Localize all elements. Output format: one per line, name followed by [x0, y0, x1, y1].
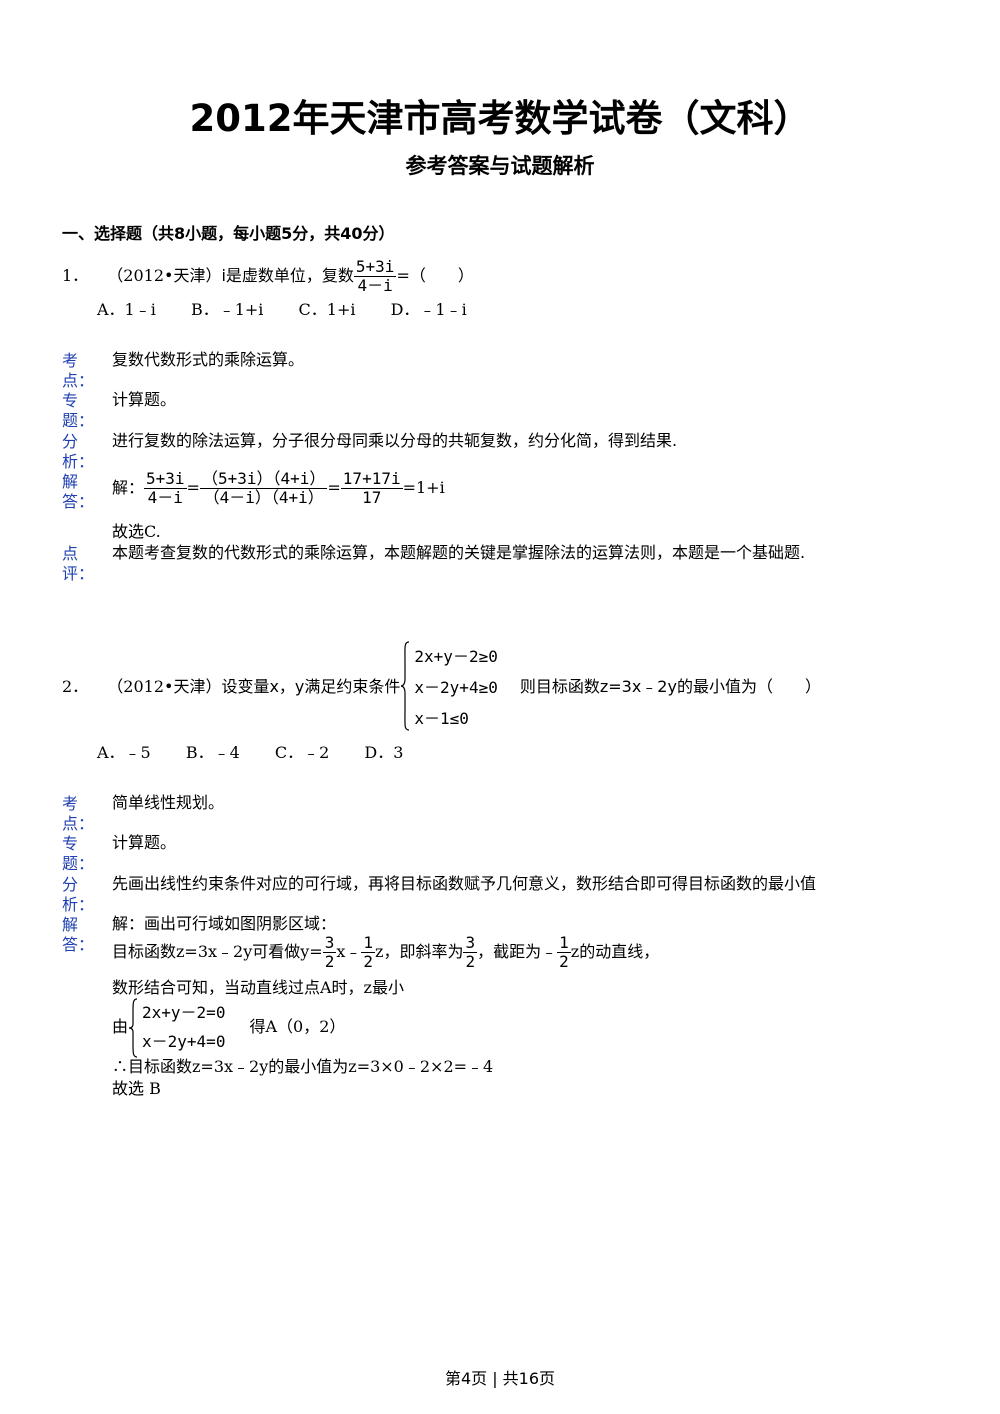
q2-jieda-line-5: ∴目标函数z=3x﹣2y的最小值为z=3×0﹣2×2=﹣4: [112, 1057, 494, 1076]
q2-options: A．﹣5 B．﹣4 C．﹣2 D．3: [97, 743, 403, 763]
q2-fenxi: 先画出线性约束条件对应的可行域，再将目标函数赋予几何意义，数形结合即可得目标函数…: [112, 874, 817, 893]
q1-dianping: 本题考查复数的代数形式的乘除运算，本题解题的关键是掌握除法的运算法则，本题是一个…: [112, 543, 806, 562]
q1-guxuan: 故选C.: [112, 522, 161, 541]
q2-constraint-system: 2x+y－2≥0 x－2y+4≥0 x－1≤0: [400, 641, 498, 734]
q2-zhuanti: 计算题。: [112, 833, 177, 852]
q1-label-zhuanti: 专题：: [62, 391, 95, 430]
q1-zhuanti: 计算题。: [112, 390, 177, 409]
q1-options: A．1﹣i B．﹣1+i C．1+i D．﹣1﹣i: [97, 300, 467, 320]
q2-option-a: A．﹣5: [97, 743, 151, 762]
q2-label-zhuanti: 专题：: [62, 834, 95, 873]
q2-constraint-2: x－2y+4≥0: [414, 678, 498, 697]
q2-option-d: D．3: [364, 743, 404, 762]
q1-kaodian: 复数代数形式的乘除运算。: [112, 350, 305, 369]
q2-stem-after: 则目标函数z=3x﹣2y的最小值为（ ）: [519, 677, 821, 696]
q1-option-a: A．1﹣i: [97, 300, 156, 319]
q2-stem: 2． （2012•天津）设变量x，y满足约束条件 2x+y－2≥0 x－2y+4…: [62, 641, 821, 734]
q2-kaodian: 简单线性规划。: [112, 793, 225, 812]
q1-label-jieda: 解答：: [62, 472, 95, 511]
page-subtitle: 参考答案与试题解析: [405, 154, 595, 178]
q1-fenxi: 进行复数的除法运算，分子很分母同乘以分母的共轭复数，约分化简，得到结果.: [112, 431, 678, 450]
q1-label-fenxi: 分析：: [62, 432, 95, 471]
q2-jieda-line-6: 故选 B: [112, 1079, 161, 1098]
q1-stem-before: i是虚数单位，复数: [221, 266, 354, 285]
q2-jieda-line-4: 由 2x+y－2=0 x－2y+4=0 得A（0，2）: [112, 998, 345, 1058]
section-heading: 一、选择题（共8小题，每小题5分，共40分）: [62, 224, 395, 243]
left-brace-icon: [128, 998, 138, 1058]
q1-number: 1．: [62, 266, 89, 285]
q2-option-c: C．﹣2: [274, 743, 330, 762]
q1-label-dianping: 点评：: [62, 544, 95, 583]
q2-label-fenxi: 分析：: [62, 875, 95, 914]
q1-option-d: D．﹣1﹣i: [390, 300, 467, 319]
q1-label-kaodian: 考点：: [62, 351, 95, 390]
q2-label-kaodian: 考点：: [62, 794, 95, 833]
q2-constraint-1: 2x+y－2≥0: [414, 647, 498, 666]
q1-option-b: B．﹣1+i: [190, 300, 264, 319]
q2-system-eq-1: 2x+y－2=0: [142, 1003, 226, 1022]
q1-option-c: C．1+i: [298, 300, 356, 319]
q2-number: 2．: [62, 677, 89, 696]
q2-source: （2012•天津）: [107, 677, 222, 696]
q1-source: （2012•天津）: [107, 266, 222, 285]
q2-system-eq-2: x－2y+4=0: [142, 1032, 226, 1051]
q1-stem-after: =（ ）: [396, 266, 474, 285]
page-footer: 第4页 | 共16页: [444, 1369, 556, 1388]
left-brace-icon: [401, 641, 410, 731]
q2-option-b: B．﹣4: [185, 743, 240, 762]
page-title: 2012年天津市高考数学试卷（文科）: [189, 97, 811, 140]
q2-jieda-line-3: 数形结合可知，当动直线过点A时，z最小: [112, 978, 404, 997]
q2-constraint-3: x－1≤0: [414, 709, 469, 728]
q2-equation-system: 2x+y－2=0 x－2y+4=0: [128, 998, 226, 1058]
q2-label-jieda: 解答：: [62, 915, 95, 954]
q2-jieda-line-1: 解：画出可行域如图阴影区域：: [112, 914, 337, 933]
q1-jieda-frac-2: （5+3i）（4+i）（4－i）（4+i）: [199, 469, 328, 507]
q2-stem-before: 设变量x，y满足约束条件: [221, 677, 401, 696]
